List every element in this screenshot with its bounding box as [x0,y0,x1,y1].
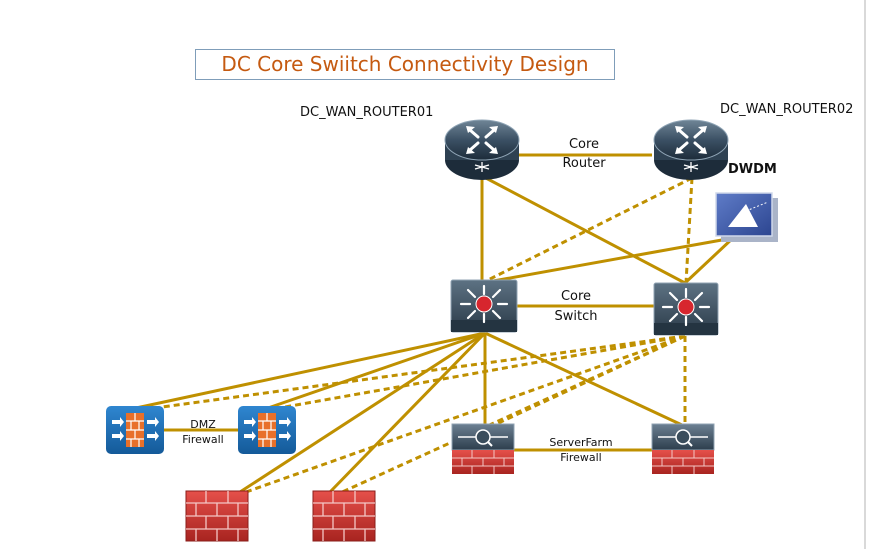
serverfarm-firewall-label-line1: ServerFarm [549,436,613,449]
content-firewall-icon [451,423,515,474]
page-edge-divider [864,0,866,549]
multilayer-switch-icon [450,279,518,333]
core-router-label: Core Router [552,135,616,173]
blue-firewall-icon [106,406,164,454]
router-icon [444,119,520,180]
serverfarm-firewall-label-line2: Firewall [560,451,602,464]
link-switch1-dmzfw2 [267,331,486,410]
dwdm-icon [715,192,778,242]
dwdm-label: DWDM [728,162,777,177]
link-switch1-fwb [328,331,487,494]
firewall-icon [185,490,249,542]
dmz-firewall-label-line2: Firewall [182,433,224,446]
core-switch-label-line1: Core [560,289,592,304]
link-switch2-dwdm [683,236,735,285]
dmz-firewall-label: DMZ Firewall [172,417,234,447]
core-router-label-line2: Router [562,156,606,171]
core-switch-label: Core Switch [544,287,608,326]
multilayer-switch-icon [653,282,719,336]
link-switch1-fwa [239,331,486,494]
link-switch2-dmzfw2 [267,334,686,412]
link-switch2-dmzfw1 [139,334,686,412]
link-switch2-fwa [245,334,686,494]
content-firewall-icon [651,423,715,474]
link-switch1-sffw2 [484,331,683,427]
router1-name-label: DC_WAN_ROUTER01 [300,105,434,120]
core-switch-label-line2: Switch [554,309,598,324]
dashed-links [139,176,694,495]
core-router-label-line1: Core [568,137,600,152]
blue-firewall-icon [238,406,296,454]
links [135,153,735,494]
router2-name-label: DC_WAN_ROUTER02 [720,102,854,117]
link-router1-switch2 [481,174,686,285]
serverfarm-firewall-label: ServerFarm Firewall [540,435,622,465]
link-switch1-dmzfw1 [135,331,486,410]
dmz-firewall-label-line1: DMZ [190,418,216,431]
link-router2-switch1 [481,176,693,285]
link-switch2-sffw1 [489,334,686,429]
diagram-title: DC Core Swiitch Connectivity Design [195,49,615,80]
firewall-icon [312,490,376,542]
link-router2-switch2 [684,177,694,284]
link-switch1-dwdm [481,236,734,285]
router-icon [653,119,729,180]
